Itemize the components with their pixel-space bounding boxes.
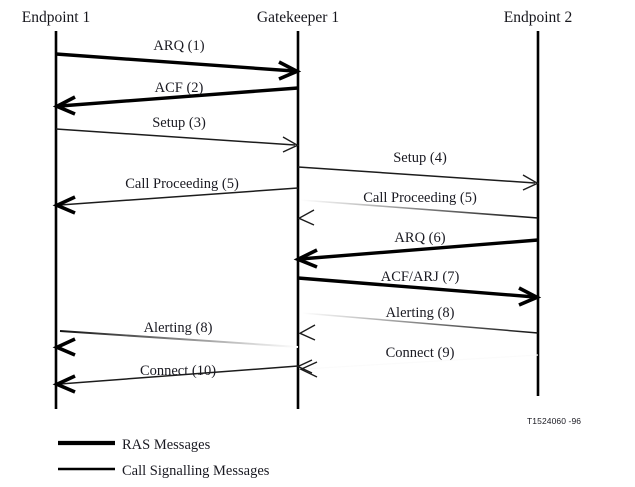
message-line <box>59 86 299 108</box>
actor-label-gatekeeper1: Gatekeeper 1 <box>257 9 339 26</box>
message-arq-6: ARQ (6) <box>293 230 539 269</box>
message-label: Call Proceeding (5) <box>363 190 477 206</box>
message-label: ARQ (6) <box>394 230 445 246</box>
message-label: ACF (2) <box>155 80 204 96</box>
message-label: ARQ (1) <box>153 38 204 54</box>
arrowhead-left-icon <box>52 95 76 116</box>
message-label: Alerting (8) <box>144 320 213 336</box>
message-setup-3: Setup (3) <box>55 115 300 153</box>
arrowhead-tail-left-icon <box>296 359 313 374</box>
actor-label-endpoint2: Endpoint 2 <box>504 9 572 26</box>
message-connect-9: Connect (9) <box>299 345 539 378</box>
message-line <box>55 52 295 73</box>
message-line <box>297 276 536 299</box>
arrowhead-left-icon <box>52 337 76 357</box>
arrowhead-right-icon <box>282 136 300 153</box>
message-line <box>297 166 536 184</box>
arrowhead-left-icon <box>52 374 76 394</box>
message-label: Alerting (8) <box>386 305 455 321</box>
message-line <box>303 354 539 370</box>
messages: ARQ (1) ACF (2) Setup (3) Setup (4) <box>52 38 542 394</box>
message-line <box>299 238 539 261</box>
legend: RAS Messages Call Signalling Messages <box>58 437 270 479</box>
message-line <box>59 365 299 385</box>
arrowhead-left-icon <box>52 195 76 215</box>
message-alerting-8-left: Alerting (8) <box>52 320 299 357</box>
arrowhead-right-icon <box>518 286 542 307</box>
actor-headers: Endpoint 1 Gatekeeper 1 Endpoint 2 <box>22 9 572 26</box>
message-label: Connect (10) <box>140 363 216 379</box>
message-label: Setup (3) <box>152 115 206 131</box>
message-line <box>55 128 296 146</box>
legend-label-ras: RAS Messages <box>122 437 211 453</box>
message-acf-2: ACF (2) <box>52 80 299 116</box>
arrowhead-left-icon <box>299 361 318 378</box>
message-label: Call Proceeding (5) <box>125 176 239 192</box>
arrowhead-left-icon <box>293 248 318 269</box>
actor-label-endpoint1: Endpoint 1 <box>22 9 90 26</box>
message-label: Connect (9) <box>386 345 455 361</box>
arrowhead-right-icon <box>278 60 302 81</box>
arrowhead-right-icon <box>522 174 540 191</box>
arrowhead-left-icon <box>298 324 316 341</box>
message-setup-4: Setup (4) <box>297 150 540 191</box>
message-label: Setup (4) <box>393 150 447 166</box>
message-alerting-8-right: Alerting (8) <box>298 305 539 341</box>
message-label: ACF/ARJ (7) <box>381 269 460 285</box>
message-line <box>301 312 539 334</box>
message-call-proceeding-5-right: Call Proceeding (5) <box>297 190 539 226</box>
message-arq-1: ARQ (1) <box>55 38 302 81</box>
legend-label-call-signalling: Call Signalling Messages <box>122 463 270 479</box>
message-acf-arj-7: ACF/ARJ (7) <box>297 269 542 307</box>
message-line <box>59 187 299 206</box>
arrowhead-left-icon <box>297 209 315 226</box>
message-connect-10: Connect (10) <box>52 359 313 394</box>
message-call-proceeding-5-left: Call Proceeding (5) <box>52 176 299 215</box>
message-line <box>59 330 299 348</box>
message-line <box>299 199 539 219</box>
figure-id-label: T1524060 -96 <box>527 416 581 426</box>
